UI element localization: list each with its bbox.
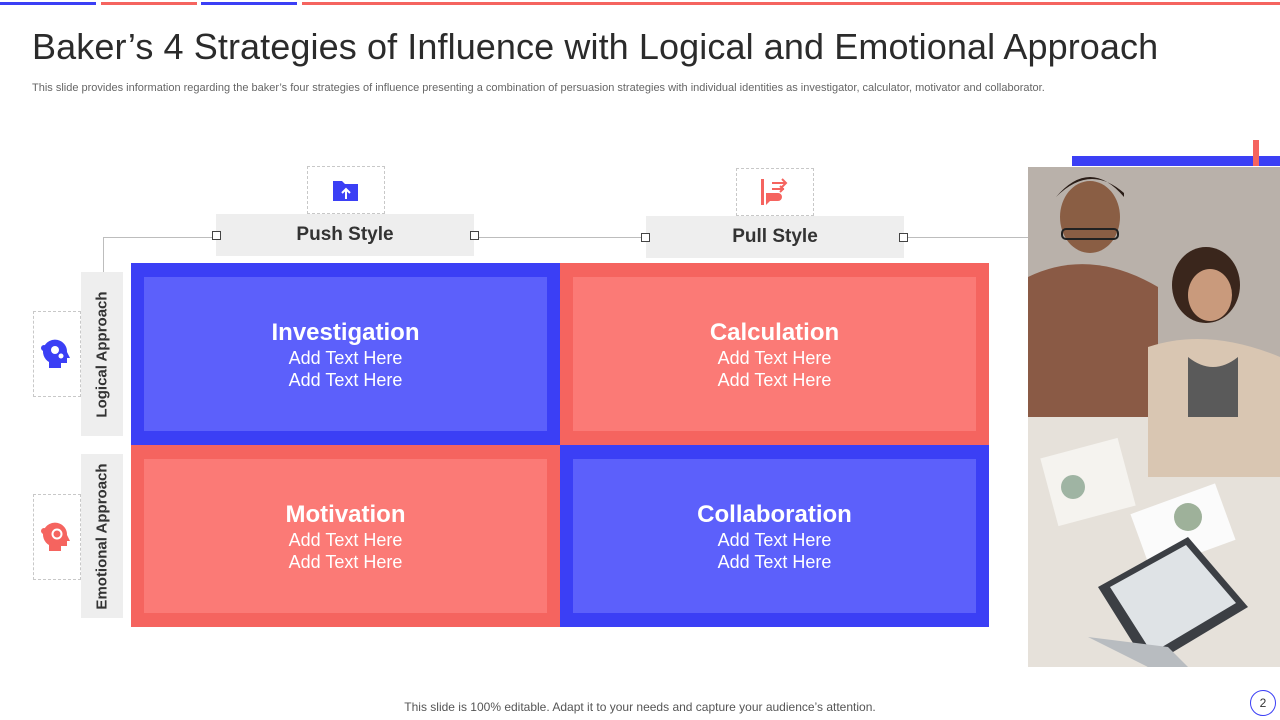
- quadrant-motivation: Motivation Add Text Here Add Text Here: [131, 445, 560, 627]
- quadrant-calculation: Calculation Add Text Here Add Text Here: [560, 263, 989, 445]
- quadrant-motivation-inner: Motivation Add Text Here Add Text Here: [144, 459, 547, 613]
- row-header-emotional-label: Emotional Approach: [93, 462, 111, 610]
- emotional-icon-box: [33, 494, 81, 580]
- quadrant-text: Add Text Here: [717, 529, 832, 550]
- top-accent-bar-2: [101, 2, 197, 5]
- pull-style-icon-box: [736, 168, 814, 216]
- quadrant-text: Add Text Here: [288, 529, 403, 550]
- quadrant-text: Add Text Here: [288, 347, 403, 368]
- top-accent-bar-3: [201, 2, 297, 5]
- connector-left-line: [103, 237, 104, 273]
- quadrant-heading: Motivation: [285, 500, 406, 528]
- team-meeting-photo: [1028, 167, 1280, 667]
- connector-node: [641, 233, 650, 242]
- connector-node: [899, 233, 908, 242]
- quadrant-text: Add Text Here: [288, 551, 403, 572]
- page-title: Baker’s 4 Strategies of Influence with L…: [32, 26, 1159, 67]
- column-header-pull: Pull Style: [646, 216, 904, 258]
- folder-upload-icon: [333, 181, 358, 201]
- quadrant-text: Add Text Here: [717, 347, 832, 368]
- photo-accent-bar-red: [1253, 140, 1259, 166]
- quadrant-text: Add Text Here: [288, 369, 403, 390]
- photo-accent-bar-blue: [1072, 156, 1280, 166]
- head-gears-icon: [41, 339, 70, 368]
- row-header-logical: Logical Approach: [81, 272, 123, 436]
- push-style-icon-box: [307, 166, 385, 214]
- column-header-push: Push Style: [216, 214, 474, 256]
- top-accent-bar-4: [302, 2, 1280, 5]
- footer-note: This slide is 100% editable. Adapt it to…: [404, 700, 876, 714]
- hand-arrows-icon: [761, 178, 788, 205]
- logical-icon-box: [33, 311, 81, 397]
- quadrant-heading: Investigation: [271, 318, 420, 346]
- quadrant-text: Add Text Here: [717, 369, 832, 390]
- row-header-emotional: Emotional Approach: [81, 454, 123, 618]
- page-subtitle: This slide provides information regardin…: [32, 82, 1045, 94]
- quadrant-investigation: Investigation Add Text Here Add Text Her…: [131, 263, 560, 445]
- quadrant-collaboration-inner: Collaboration Add Text Here Add Text Her…: [573, 459, 976, 613]
- quadrant-investigation-inner: Investigation Add Text Here Add Text Her…: [144, 277, 547, 431]
- head-heart-icon: [41, 522, 70, 551]
- column-header-push-label: Push Style: [296, 224, 394, 245]
- connector-node: [212, 231, 221, 240]
- quadrant-calculation-inner: Calculation Add Text Here Add Text Here: [573, 277, 976, 431]
- row-header-logical-label: Logical Approach: [93, 290, 111, 418]
- quadrant-heading: Calculation: [709, 318, 840, 346]
- quadrant-heading: Collaboration: [697, 500, 852, 528]
- quadrant-collaboration: Collaboration Add Text Here Add Text Her…: [560, 445, 989, 627]
- connector-top-line: [103, 237, 1028, 238]
- top-accent-bar-1: [0, 2, 96, 5]
- connector-node: [470, 231, 479, 240]
- page-number-badge: 2: [1250, 690, 1276, 716]
- column-header-pull-label: Pull Style: [732, 226, 818, 247]
- quadrant-text: Add Text Here: [717, 551, 832, 572]
